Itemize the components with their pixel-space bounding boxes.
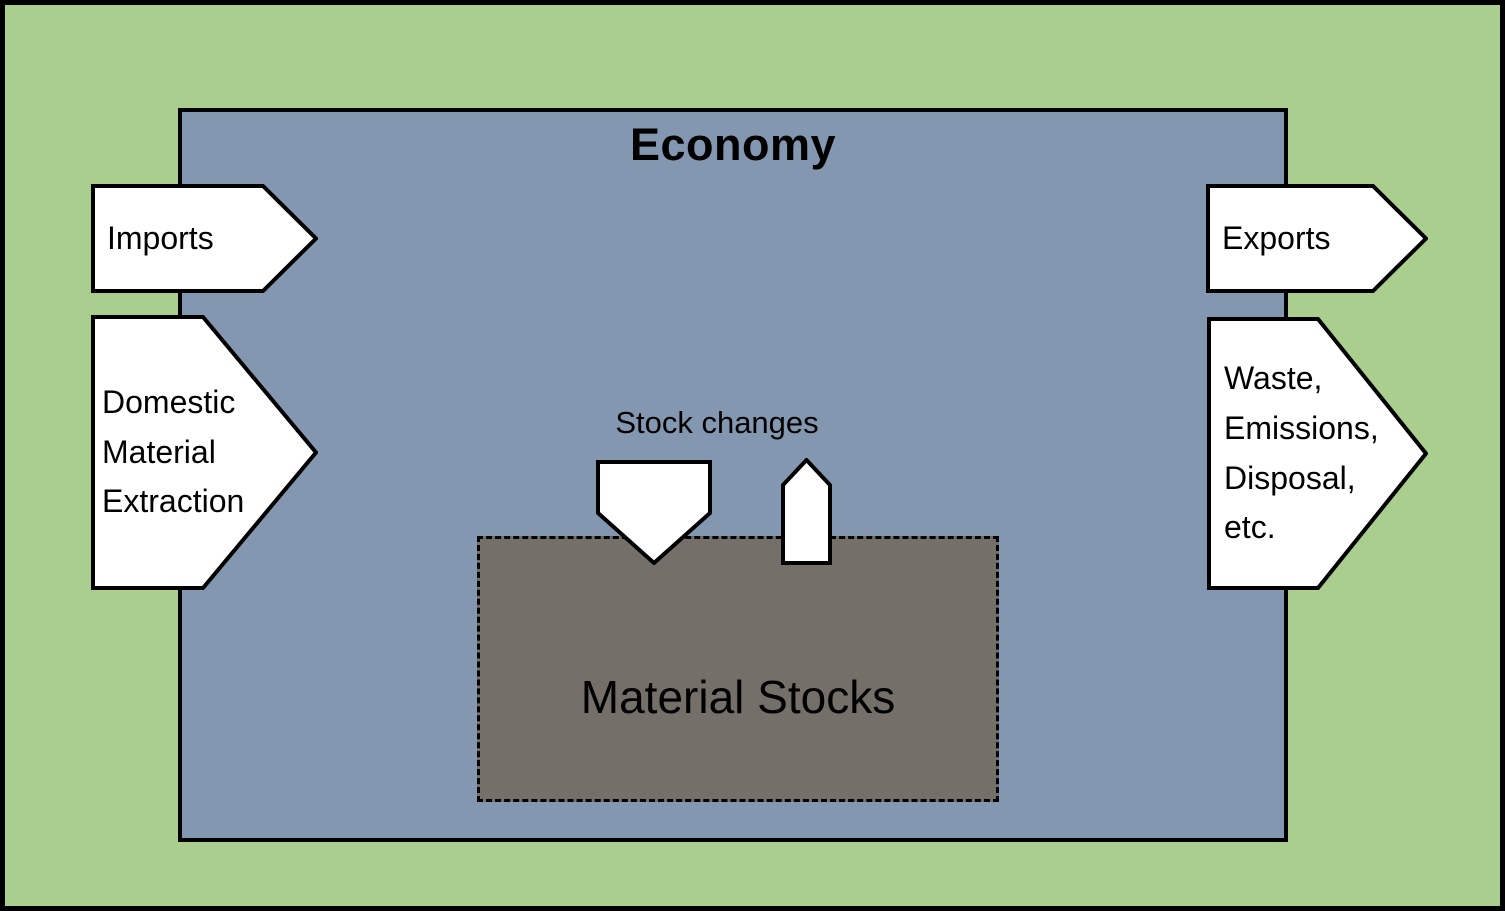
- stock-changes-label: Stock changes: [615, 405, 819, 440]
- material-stocks-label: Material Stocks: [580, 671, 896, 723]
- economy-title: Economy: [629, 119, 837, 170]
- material-stocks-box: Material Stocks: [477, 536, 999, 802]
